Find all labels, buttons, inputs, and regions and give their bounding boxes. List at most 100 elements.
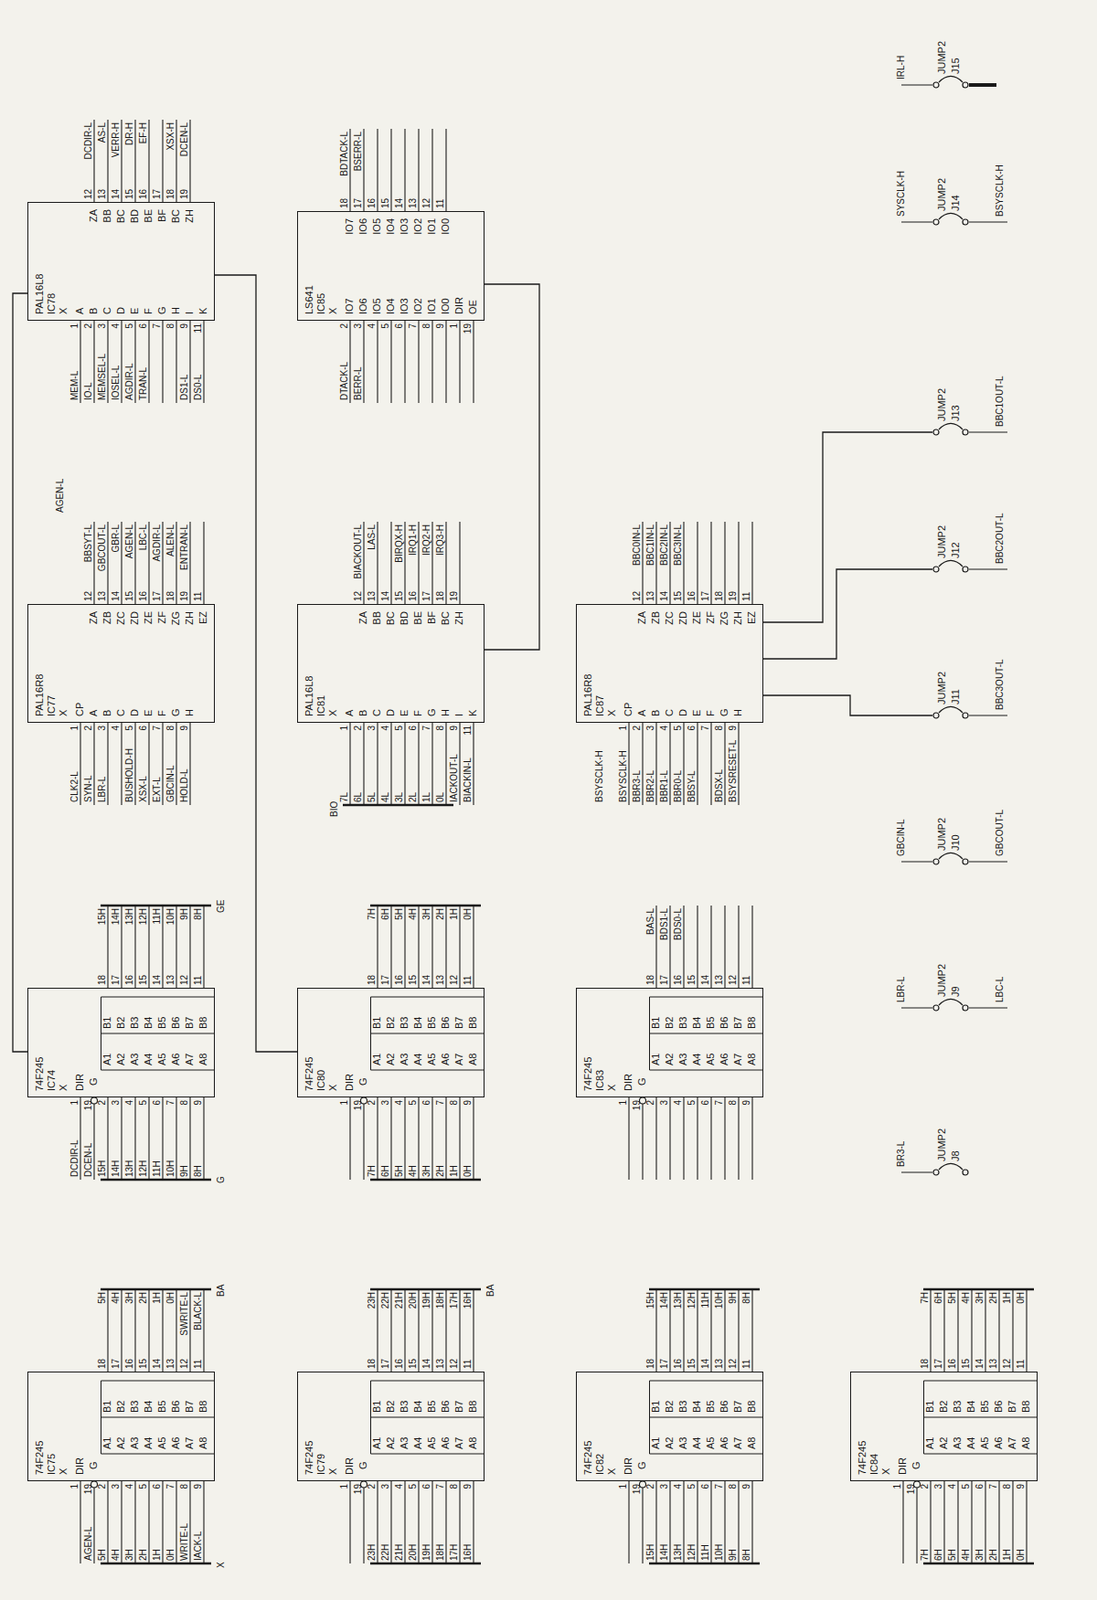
pin-wire	[737, 905, 739, 989]
pin-wire	[458, 905, 460, 989]
pin-name: BD	[128, 209, 141, 224]
part-label: J8	[949, 1150, 962, 1162]
pin-wire	[458, 521, 460, 605]
signal-name: 7L	[339, 792, 350, 803]
signal-name: SYSCLK-H	[895, 170, 906, 217]
pin-wire	[969, 861, 1008, 863]
pin-name: I	[183, 311, 196, 315]
signal-name: EXT-L	[151, 777, 162, 803]
pin-number: 16	[394, 975, 405, 986]
pin-wire	[710, 723, 712, 806]
signal-name: 3H	[124, 1292, 135, 1305]
jumper-pin	[933, 713, 939, 719]
pin-name: ZB	[649, 611, 662, 625]
signal-name: BSYSRESET-L	[727, 740, 738, 803]
pin-number: 1	[892, 1484, 903, 1491]
pin-wire	[641, 1097, 643, 1181]
pin-number: 11	[741, 976, 752, 986]
pin-wire	[737, 1481, 739, 1565]
pin-number: 13	[713, 975, 725, 986]
signal-name: EF-H	[138, 122, 149, 144]
pin-grid	[101, 1070, 216, 1072]
pin-number: 17	[151, 189, 162, 200]
pin-name: EZ	[197, 611, 210, 625]
pin-wire	[161, 320, 163, 404]
ic-package: 74F245IC83XDIRGA1A2A3A4A5A6A7A8B1B2B3B4B…	[575, 988, 764, 1098]
signal-name: MEM-L	[69, 371, 80, 401]
pin-name: C	[115, 709, 128, 717]
pin-number: 2	[645, 1484, 656, 1491]
pin-number: 6	[700, 1100, 711, 1107]
signal-name: 3H	[124, 1549, 135, 1562]
pin-number: 6	[421, 1484, 432, 1491]
signal-name: 23H	[366, 1292, 377, 1310]
pin-name: BF	[426, 611, 438, 625]
signal-name: ENTRAN-L	[179, 524, 190, 571]
pin-wire	[724, 1097, 725, 1181]
pin-number: 16	[138, 189, 149, 200]
pin-wire	[404, 905, 405, 989]
bus-line	[100, 1288, 212, 1291]
part-label: J13	[949, 404, 962, 422]
pin-wire	[175, 521, 177, 605]
pin-wire	[106, 1097, 108, 1181]
pin-wire	[943, 1289, 945, 1373]
pin-name: B4	[142, 1017, 155, 1030]
pin-grid	[649, 1381, 765, 1383]
pin-name: A	[343, 710, 356, 717]
pin-grid	[924, 1417, 1039, 1419]
pin-number: 17	[352, 198, 363, 209]
part-label: IC82	[594, 1454, 607, 1476]
signal-name: 15H	[96, 1160, 107, 1178]
pin-number: 13	[165, 1359, 176, 1370]
ic-package: PAL16L8IC81XABCDEFGHIKZABBBCBDBEBFBCZH	[297, 604, 485, 724]
pin-wire	[189, 1289, 191, 1373]
pin-number: 19	[179, 189, 190, 200]
pin-name: B3	[398, 1017, 411, 1030]
pin-number: 5	[407, 1484, 418, 1491]
pin-number: 14	[974, 1359, 985, 1370]
ic-package: 74F245IC84XDIRGA1A2A3A4A5A6A7A8B1B2B3B4B…	[850, 1372, 1038, 1482]
pin-name: IO4	[384, 298, 397, 315]
jumper-pin	[962, 1170, 969, 1176]
part-label: IC79	[315, 1454, 328, 1476]
signal-name: 22H	[380, 1544, 391, 1562]
pin-wire	[93, 1481, 95, 1565]
pin-wire	[148, 723, 150, 806]
pin-name: ZF	[704, 611, 717, 624]
pin-wire	[376, 1289, 378, 1373]
pin-wire	[404, 521, 405, 605]
pin-wire	[376, 905, 378, 989]
part-label: IC78	[45, 293, 58, 315]
pin-name: ZC	[115, 611, 128, 626]
pin-wire	[969, 431, 1008, 433]
pin-number: 17	[700, 591, 711, 602]
pin-number: 12	[421, 198, 432, 209]
pin-wire	[417, 1097, 419, 1181]
pin-number: 3	[380, 1484, 391, 1491]
signal-name: 8H	[192, 908, 203, 921]
pin-name: IO7	[343, 298, 356, 315]
pin-wire	[404, 1481, 405, 1565]
pin-wire	[175, 1097, 177, 1181]
pin-wire	[682, 521, 684, 605]
pin-wire	[445, 320, 447, 404]
pin-name: B1	[649, 1401, 662, 1414]
bus-line	[342, 804, 454, 807]
pin-number: 6	[151, 1100, 162, 1107]
pin-name: B	[101, 710, 114, 717]
pin-number: 2	[339, 323, 350, 330]
pin-wire	[669, 521, 671, 605]
pin-number: 15	[686, 975, 697, 986]
signal-name: 7H	[366, 908, 377, 921]
pin-number: 6	[700, 1484, 711, 1491]
pin-wire	[724, 521, 725, 605]
pin-number: 17	[110, 1359, 121, 1370]
pin-number: 17	[659, 975, 670, 986]
signal-name: 4H	[407, 1165, 418, 1178]
pin-name: BE	[142, 209, 155, 224]
pin-name: B7	[453, 1017, 466, 1030]
pin-wire	[134, 723, 136, 806]
pin-name: DIR	[622, 1458, 635, 1476]
